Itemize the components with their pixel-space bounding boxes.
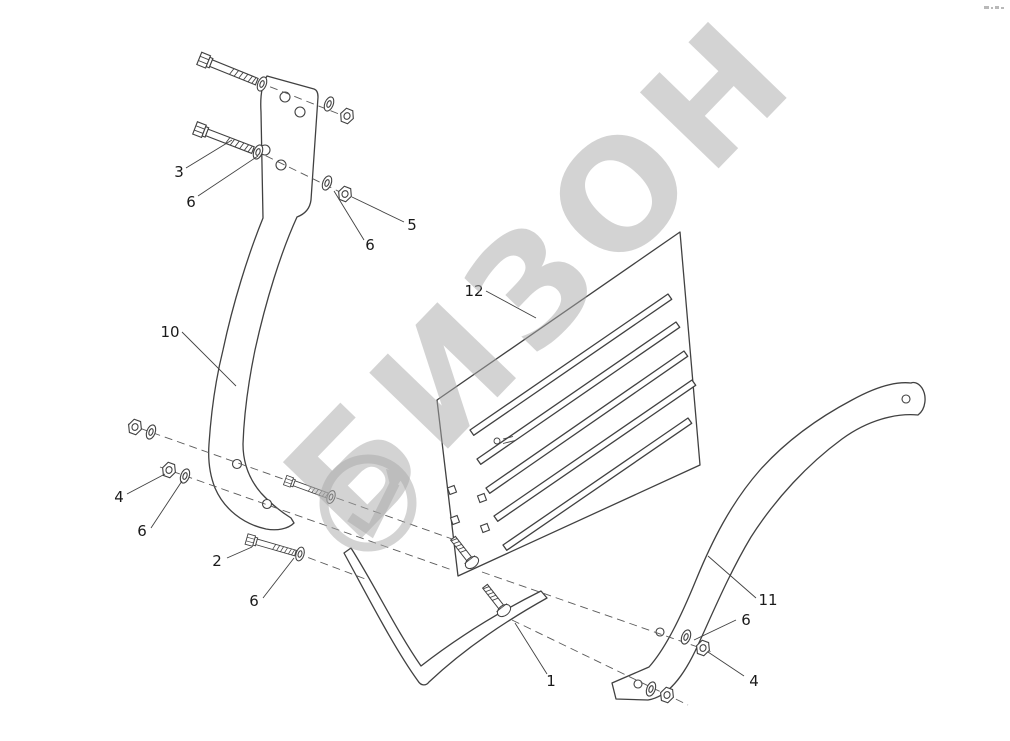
washer-icon — [321, 95, 337, 113]
axis-line — [481, 571, 713, 653]
shield-slat — [493, 379, 697, 522]
shield-square-hole — [449, 514, 461, 526]
shield-slat — [502, 417, 693, 551]
part-12-shield-plate — [343, 231, 701, 686]
shield-square-hole — [476, 492, 488, 504]
axis-line — [257, 81, 345, 117]
callout-labels: 3 6 5 6 12 10 4 6 2 6 1 11 6 4 — [114, 163, 777, 690]
shield-square-hole — [479, 522, 491, 534]
callout-label: 6 — [186, 193, 196, 211]
shield-brand-mark-icon — [493, 436, 516, 445]
washer-icon — [319, 174, 335, 192]
skid-outline — [611, 381, 926, 701]
shield-slat — [469, 293, 673, 436]
callout-label: 6 — [365, 236, 375, 254]
shield-lower-flange — [343, 547, 548, 686]
washer-icon — [177, 467, 193, 485]
bizon-circle-arrow-logo-icon — [319, 454, 417, 552]
nut-icon — [337, 106, 357, 126]
leader-lines — [126, 139, 757, 677]
callout-label: 12 — [464, 282, 483, 300]
callout-label: 4 — [749, 672, 759, 690]
bracket-hole — [275, 159, 287, 171]
callout-label: 4 — [114, 488, 124, 506]
callout-label: 6 — [137, 522, 147, 540]
callout-label: 3 — [174, 163, 184, 181]
skid-hole — [901, 394, 911, 404]
callout-label: 6 — [249, 592, 259, 610]
skid-hole — [633, 679, 643, 689]
callout-label: 10 — [160, 323, 179, 341]
nut-icon — [335, 184, 355, 204]
bracket-hole — [279, 91, 291, 103]
bolt-icon — [196, 51, 260, 89]
shield-slat — [476, 321, 681, 465]
callout-label: 2 — [212, 552, 222, 570]
washer-icon — [293, 545, 307, 563]
bracket-foot-hole — [261, 498, 273, 510]
part-10-bracket — [208, 75, 319, 531]
callout-label: 1 — [546, 672, 556, 690]
shield-slat — [485, 350, 689, 494]
bolt-icon — [244, 533, 298, 559]
bracket-outline — [208, 75, 319, 531]
callout-label: 5 — [407, 216, 417, 234]
washer-icon — [143, 423, 159, 441]
carriage-bolt-icon — [478, 581, 514, 620]
callout-label: 11 — [758, 591, 777, 609]
nut-icon — [159, 460, 179, 480]
part-11-skid — [611, 381, 926, 701]
shield-square-hole — [446, 484, 458, 496]
callout-label: 6 — [741, 611, 751, 629]
print-stamp-marks-icon — [984, 6, 1004, 9]
bracket-hole — [294, 106, 306, 118]
bolt-icon — [192, 121, 256, 157]
nut-icon — [125, 417, 145, 437]
skid-hole — [655, 627, 665, 637]
axis-line — [511, 619, 689, 706]
